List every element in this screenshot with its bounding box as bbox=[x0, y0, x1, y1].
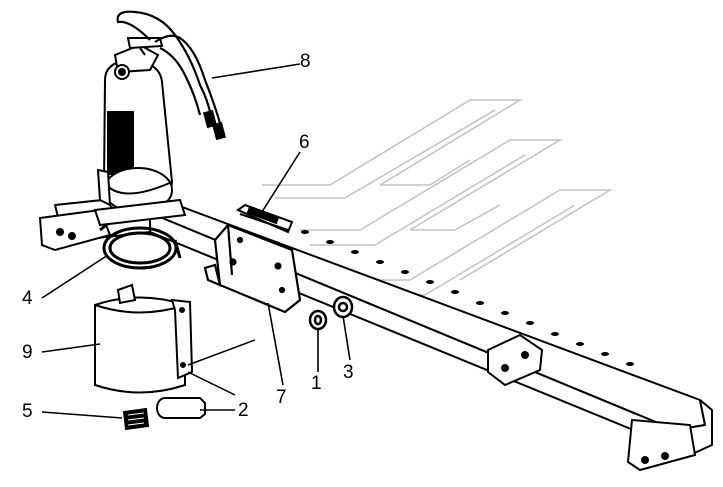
mounting-plate bbox=[203, 223, 302, 314]
leader-4 bbox=[41, 254, 109, 299]
leader-lines bbox=[41, 63, 351, 419]
leader-3 bbox=[342, 315, 351, 361]
leader-9 bbox=[41, 343, 101, 353]
callout-2: 2 bbox=[238, 400, 249, 421]
bolt-axis-lines bbox=[187, 339, 256, 396]
nut-part-5 bbox=[122, 407, 150, 431]
callout-3: 3 bbox=[343, 362, 354, 383]
clip-part-6 bbox=[235, 203, 294, 234]
fire-extinguisher-icon bbox=[96, 37, 174, 217]
extinguisher-base-bracket bbox=[93, 198, 187, 227]
right-end-bracket bbox=[626, 418, 697, 472]
washer-part-1 bbox=[308, 309, 328, 331]
rail-slots bbox=[301, 230, 634, 366]
leader-5 bbox=[41, 411, 123, 419]
leader-7 bbox=[267, 302, 284, 386]
callout-4: 4 bbox=[22, 288, 33, 309]
callout-5: 5 bbox=[22, 401, 33, 422]
bolt-part-2 bbox=[156, 397, 206, 419]
callout-9: 9 bbox=[22, 342, 33, 363]
callout-6: 6 bbox=[299, 132, 310, 153]
rail-mid-bracket bbox=[487, 333, 544, 387]
nut-part-3 bbox=[332, 295, 354, 319]
leader-6 bbox=[259, 151, 301, 216]
leader-8 bbox=[211, 63, 301, 79]
callout-7: 7 bbox=[276, 387, 287, 408]
callout-1: 1 bbox=[311, 373, 322, 394]
extinguisher-hose bbox=[116, 10, 227, 141]
left-end-bracket bbox=[38, 208, 112, 252]
clamp-band-part-9 bbox=[94, 283, 194, 394]
callout-8: 8 bbox=[300, 51, 311, 72]
